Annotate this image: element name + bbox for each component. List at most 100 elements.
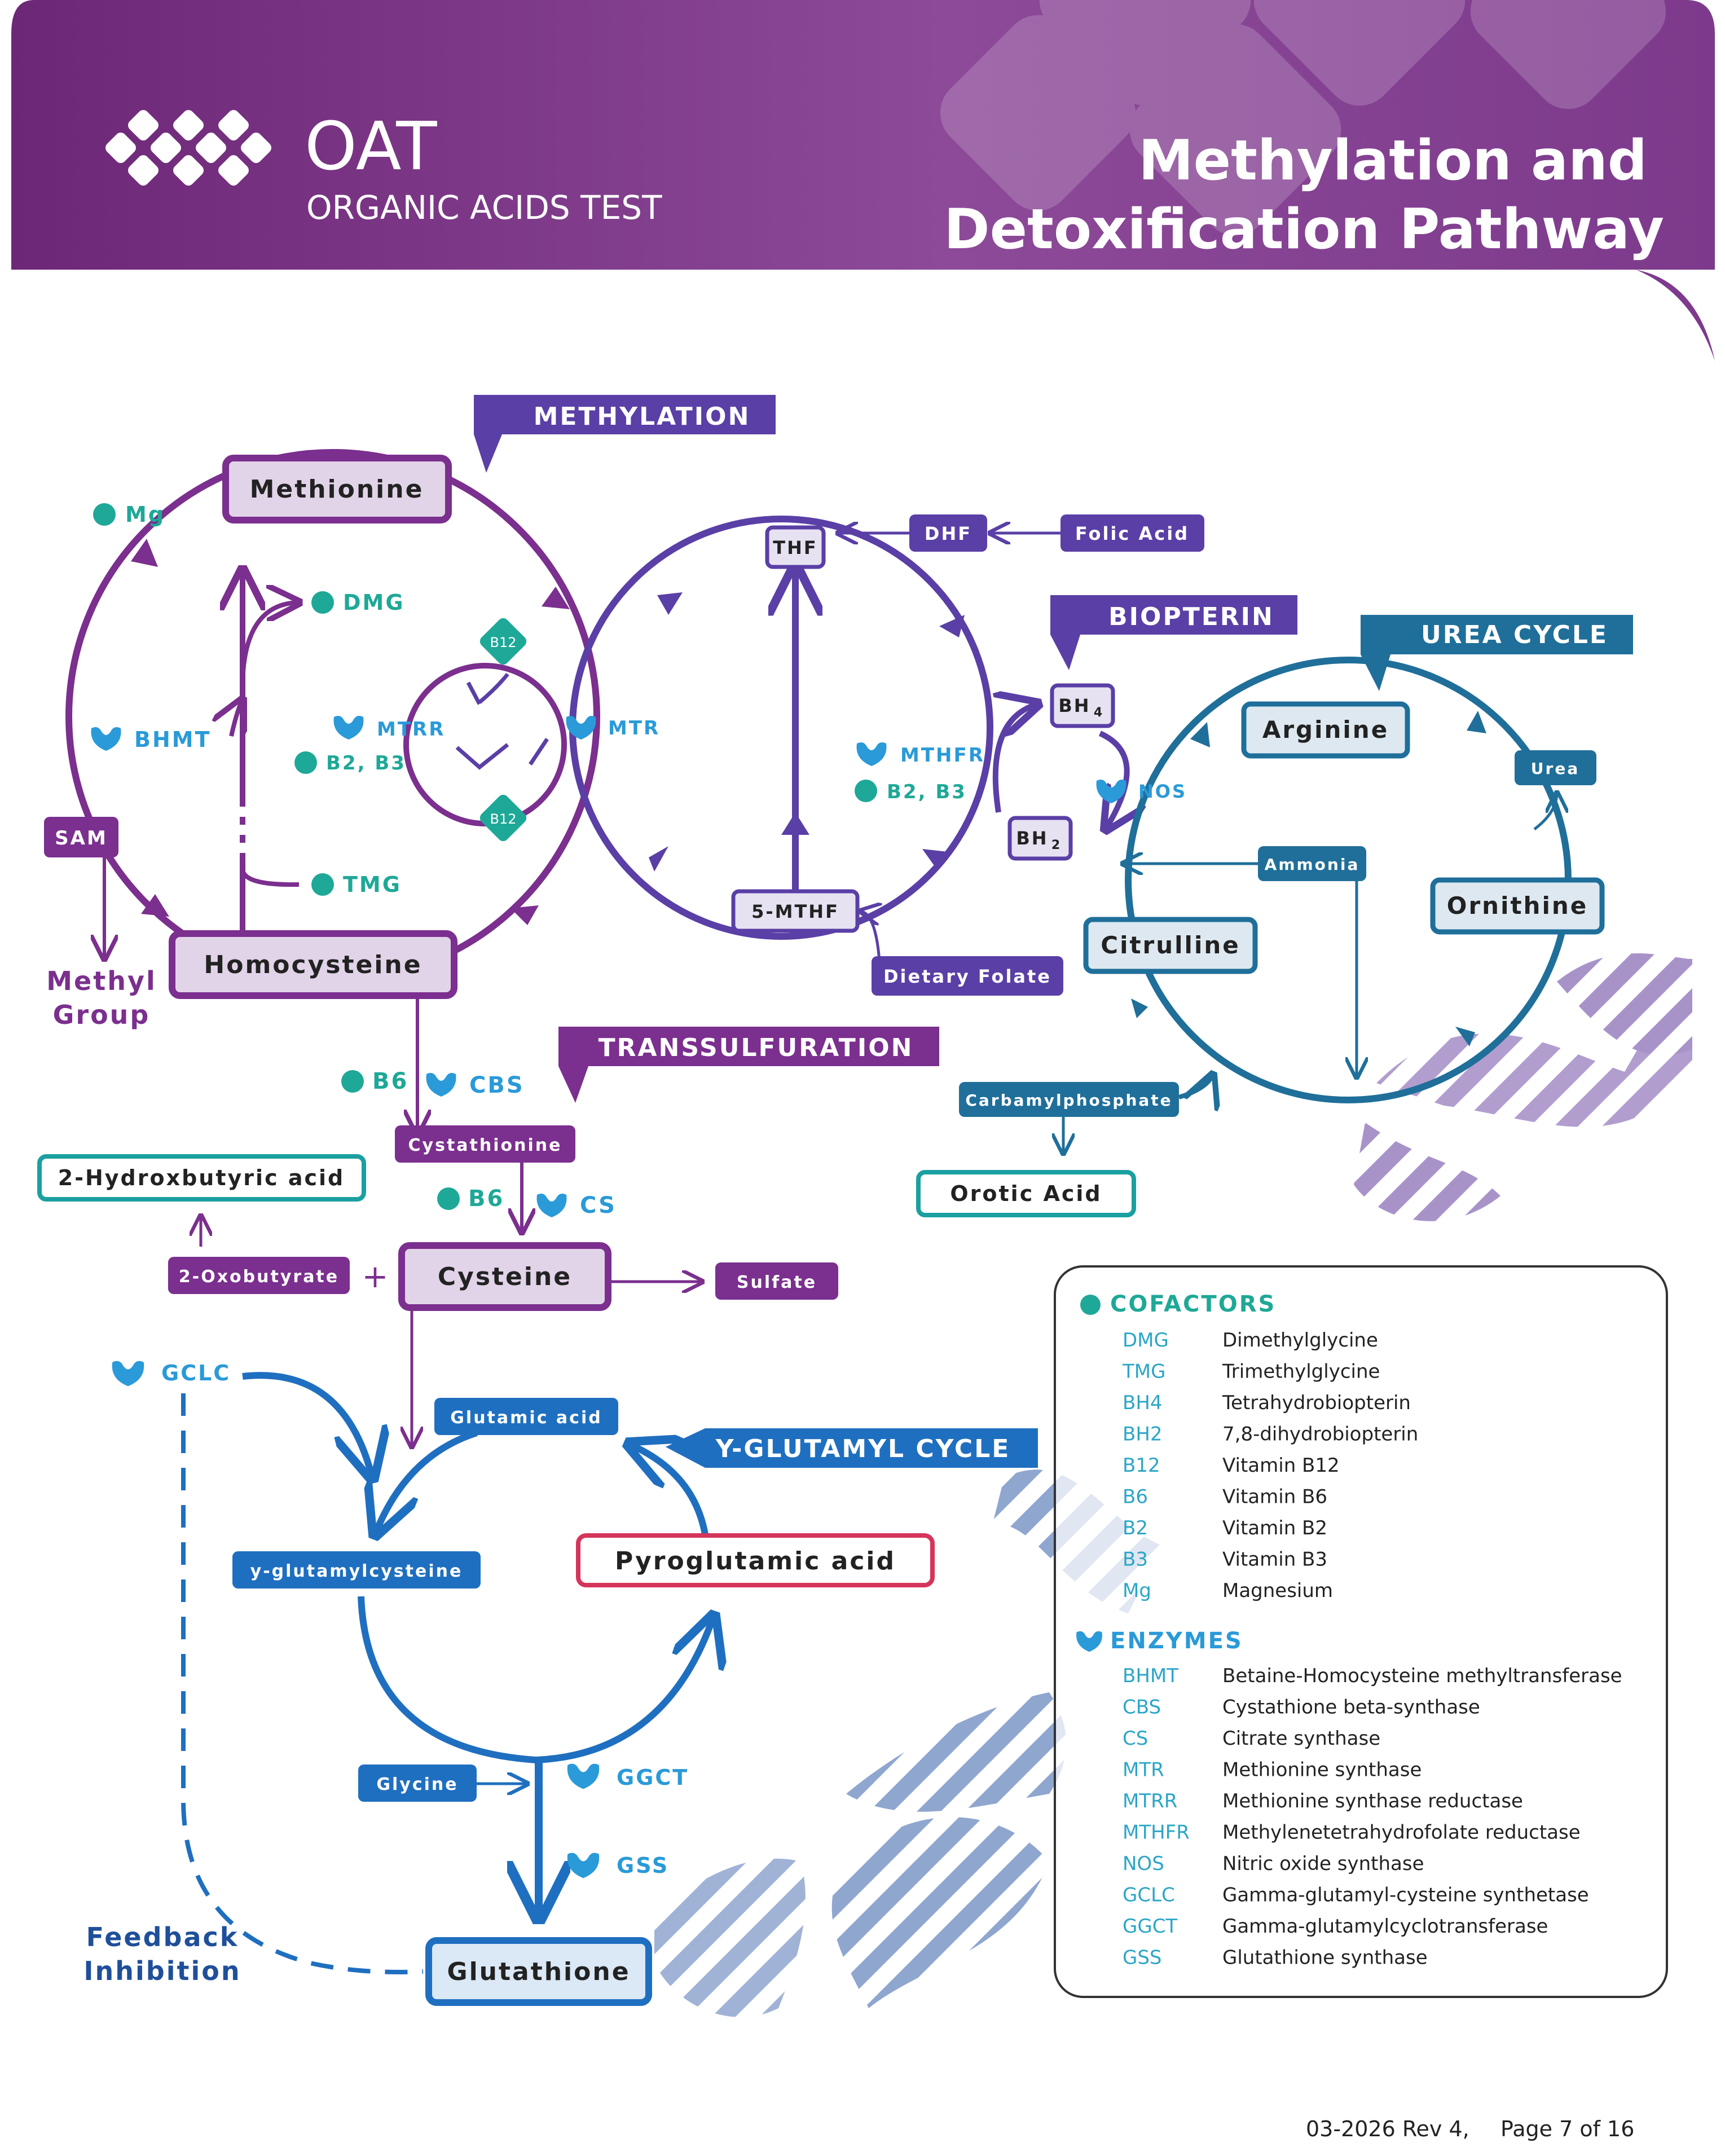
biopterin-label: BIOPTERIN [1108, 602, 1274, 631]
glutamyl-cycle [181, 1372, 714, 1974]
node-pyroglutamic-acid: Pyroglutamic acid [576, 1533, 935, 1587]
urea-cycle-banner: UREA CYCLE [1361, 615, 1633, 691]
dmg-label: DMG [343, 590, 405, 615]
legend-name: Tetrahydrobiopterin [1222, 1392, 1411, 1414]
legend-name: Vitamin B3 [1222, 1548, 1327, 1571]
ggct-label: GGCT [617, 1765, 689, 1790]
node-sam: SAM [44, 817, 118, 857]
legend-abbr: Mg [1123, 1579, 1151, 1602]
bhmt-label: BHMT [134, 727, 212, 752]
marker-mthfr: MTHFR [856, 742, 985, 767]
enzyme-icon [536, 1194, 567, 1217]
methyl-group-label-1: Methyl [46, 966, 156, 996]
node-glutamylcysteine: y-glutamylcysteine [232, 1551, 481, 1589]
marker-mtr: MTR [566, 716, 658, 740]
page-title-line2: Detoxification Pathway [944, 197, 1664, 262]
legend-name: Glutathione synthase [1222, 1947, 1428, 1969]
legend-abbr: MTHFR [1123, 1821, 1190, 1844]
legend-abbr: CBS [1123, 1696, 1161, 1719]
dhf-label: DHF [925, 523, 972, 544]
marker-bhmt: BHMT [91, 727, 212, 752]
footer-page-number: Page 7 of 16 [1500, 2117, 1635, 2141]
marker-b6-cs: B6 [437, 1186, 504, 1212]
node-glutathione: Glutathione [425, 1937, 652, 2006]
bh2-label: BH [1016, 828, 1048, 849]
marker-mg: Mg [93, 502, 164, 527]
marker-b6-cbs: B6 [341, 1068, 408, 1094]
node-bh2: BH 2 [1007, 816, 1073, 861]
b2b3-right-label: B2, B3 [887, 781, 967, 803]
legend-abbr: MTRR [1123, 1790, 1177, 1812]
bh4-label: BH [1058, 695, 1090, 716]
hydroxybutyric-label: 2-Hydroxbutyric acid [58, 1165, 345, 1190]
enzyme-icon [567, 1763, 600, 1789]
node-ornithine: Ornithine [1430, 877, 1605, 935]
glycine-label: Glycine [376, 1775, 458, 1794]
cbs-label: CBS [469, 1072, 525, 1098]
legend-abbr: B12 [1123, 1454, 1160, 1477]
biopterin-banner: BIOPTERIN [1050, 595, 1297, 670]
node-glutamic-acid: Glutamic acid [434, 1398, 618, 1435]
node-glycine: Glycine [358, 1765, 477, 1802]
methionine-label: Methionine [250, 475, 424, 504]
legend-name: Betaine-Homocysteine methyltransferase [1222, 1665, 1622, 1687]
legend-abbr: DMG [1123, 1329, 1169, 1352]
node-cysteine: Cysteine [398, 1242, 611, 1311]
cystathionine-label: Cystathionine [408, 1136, 562, 1155]
mthfr-label: MTHFR [900, 744, 985, 767]
marker-b2b3-left: B2, B3 [294, 751, 404, 775]
legend-abbr: GSS [1123, 1947, 1162, 1969]
cofactor-dot-icon [311, 591, 334, 614]
b12-bottom-label: B12 [490, 811, 516, 827]
header-banner: OAT ORGANIC ACIDS TEST Methylation and D… [11, 0, 1715, 361]
legend-name: Methylenetetrahydrofolate reductase [1222, 1821, 1581, 1844]
enzyme-icon [426, 1073, 456, 1097]
legend-abbr: B2 [1123, 1517, 1148, 1539]
folate-cycle [569, 516, 1127, 971]
feedback-label-1: Feedback [86, 1922, 239, 1952]
cysteine-label: Cysteine [438, 1262, 572, 1291]
bh2-subscript: 2 [1051, 838, 1062, 852]
legend-abbr: B3 [1123, 1548, 1148, 1571]
node-ammonia: Ammonia [1258, 846, 1366, 881]
transsulfuration-banner: TRANSSULFURATION [558, 1027, 939, 1103]
b12-badge-top: B12 [479, 618, 527, 665]
b6-cbs-label: B6 [372, 1068, 408, 1094]
b6-cs-label: B6 [468, 1186, 504, 1212]
glutamyl-cycle-banner: Y-GLUTAMYL CYCLE [666, 1428, 1038, 1468]
enzyme-icon [567, 1853, 600, 1878]
citrulline-label: Citrulline [1101, 931, 1240, 959]
marker-cbs: CBS [426, 1072, 525, 1098]
enzyme-icon [333, 716, 364, 740]
legend-abbr: NOS [1123, 1853, 1164, 1875]
folic-acid-label: Folic Acid [1075, 523, 1189, 544]
tmg-label: TMG [343, 872, 402, 897]
marker-ggct: GGCT [567, 1763, 689, 1790]
plus-sign: + [362, 1259, 389, 1295]
cofactor-dot-icon [1080, 1295, 1101, 1315]
marker-dmg: DMG [311, 590, 405, 615]
cofactor-dot-icon [341, 1070, 364, 1093]
dietary-folate-label: Dietary Folate [883, 966, 1051, 987]
enzyme-icon [91, 727, 121, 751]
marker-tmg: TMG [311, 872, 402, 897]
node-arginine: Arginine [1241, 701, 1410, 759]
legend-name: Dimethylglycine [1222, 1329, 1378, 1352]
footer-revision: 03-2026 Rev 4, [1306, 2117, 1469, 2141]
cofactor-dot-icon [294, 751, 317, 774]
b12-badge-bottom: B12 [479, 794, 527, 842]
methyl-group-label-2: Group [53, 1000, 151, 1030]
legend-abbr: TMG [1122, 1361, 1165, 1383]
node-bh4: BH 4 [1050, 683, 1115, 728]
methylation-label: METHYLATION [534, 402, 751, 431]
marker-nos: NOS [1096, 780, 1185, 803]
node-citrulline: Citrulline [1083, 917, 1258, 974]
marker-gclc: GCLC [112, 1361, 229, 1387]
legend-abbr: BH4 [1123, 1392, 1163, 1414]
b12-top-label: B12 [490, 635, 516, 650]
node-5-mthf: 5-MTHF [731, 889, 860, 933]
